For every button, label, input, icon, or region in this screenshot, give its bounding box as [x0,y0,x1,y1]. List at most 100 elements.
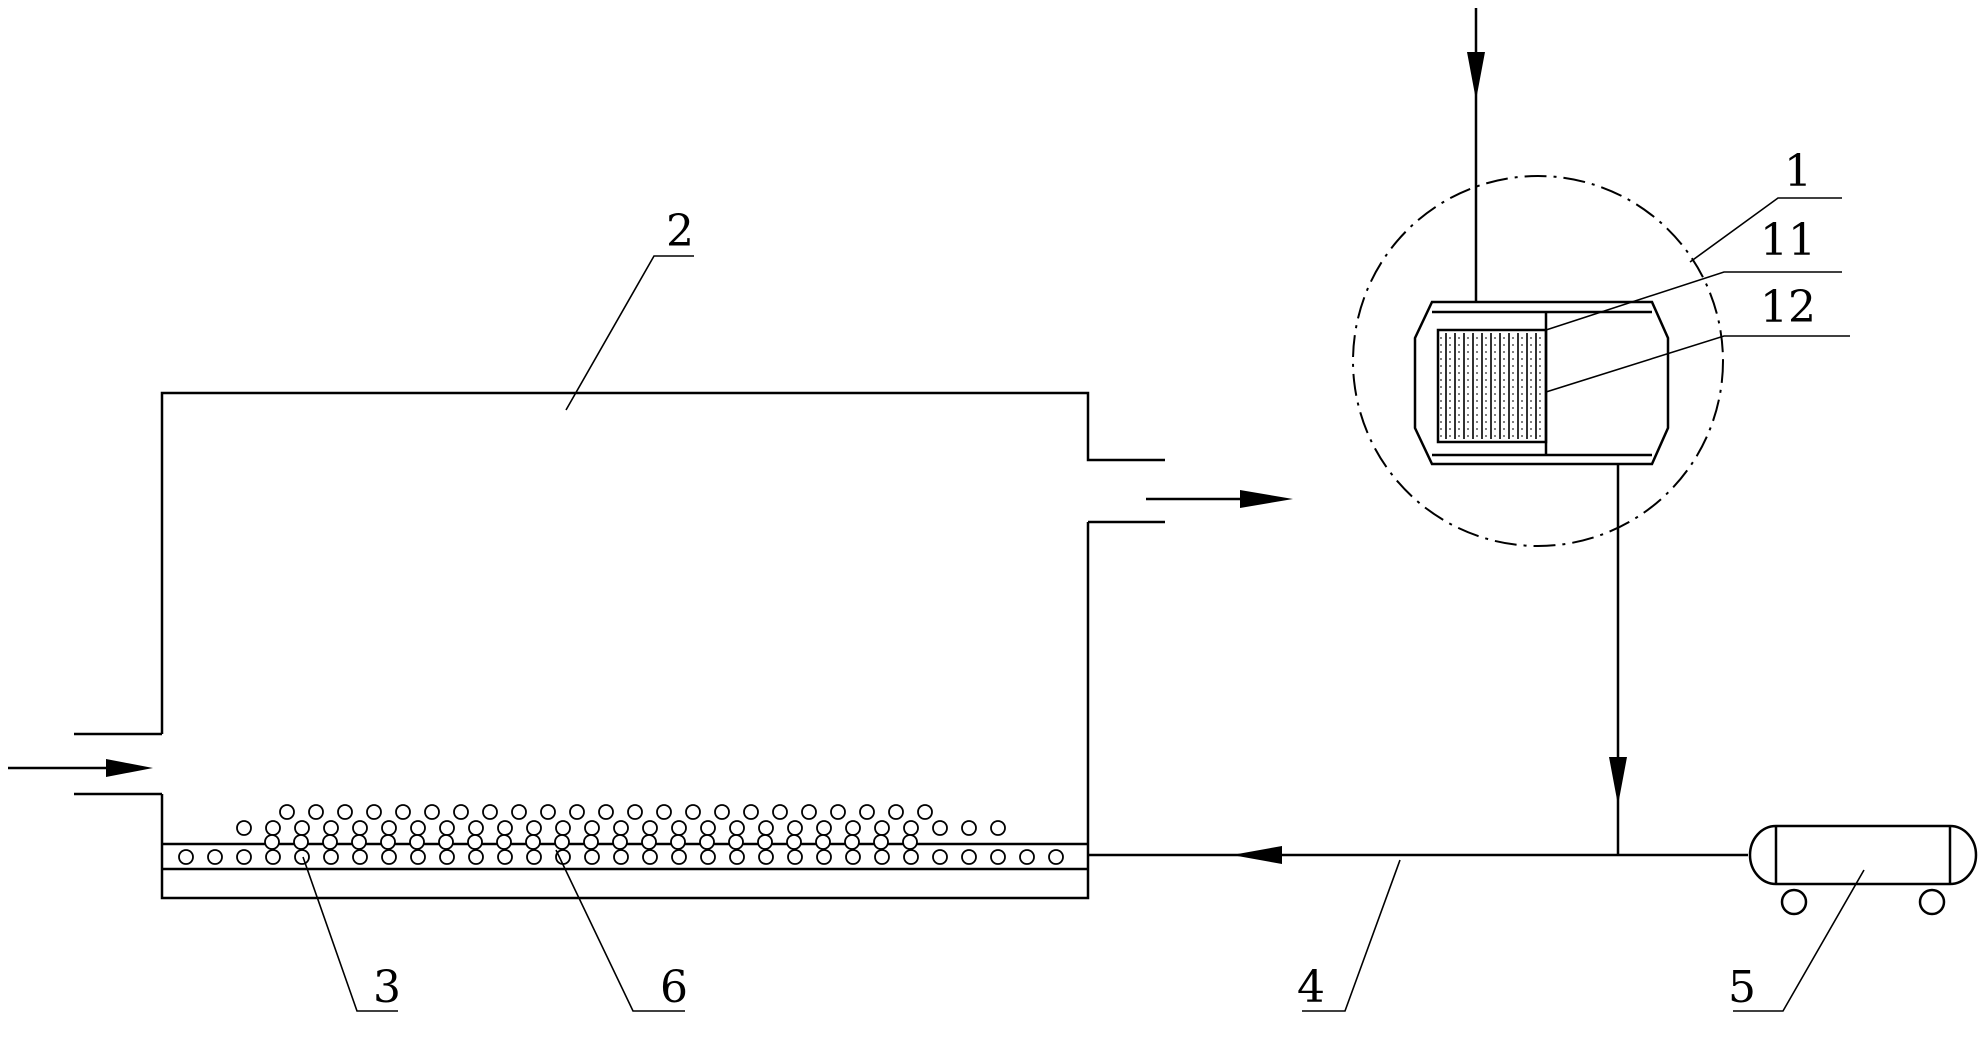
leader-5 [1733,869,1865,1012]
feed-arrow-icon [1467,52,1485,100]
bubble [961,849,977,865]
bubble [497,849,513,865]
bubble [467,834,483,850]
compressor-wheel-left [1780,888,1808,916]
bubble [482,804,498,820]
air-pipe [1088,846,1748,864]
bubble [801,804,817,820]
bubble [787,820,803,836]
bubble [178,849,194,865]
bubble [409,834,425,850]
bubble [584,820,600,836]
label-6: 6 [660,962,688,1013]
bubble [903,820,919,836]
bubble [990,820,1006,836]
inlet-pipe [8,732,162,796]
bubble [815,834,831,850]
bubble [699,834,715,850]
device-assembly [1352,8,1724,855]
bubble [903,849,919,865]
bubble [555,849,571,865]
inlet-arrow-icon [106,759,153,777]
bubble [671,820,687,836]
bubble [656,804,672,820]
bubble [569,804,585,820]
bubble [410,849,426,865]
bubble [554,834,570,850]
bubble [700,849,716,865]
bubble [439,820,455,836]
bubble [453,804,469,820]
bubble [743,804,759,820]
bubble [961,820,977,836]
bubble [1019,849,1035,865]
leader-11 [1545,271,1842,331]
bubble [381,849,397,865]
bubble [641,834,657,850]
bubble [758,820,774,836]
bubble [265,849,281,865]
label-5: 5 [1728,962,1756,1013]
leader-6 [555,849,685,1012]
bubble [627,804,643,820]
bubble [757,834,773,850]
bubble [308,804,324,820]
bubble [1048,849,1064,865]
bubble [932,849,948,865]
tank-outline [160,391,1165,900]
detail-circle [1352,175,1724,547]
bubble [613,820,629,836]
bubble [816,820,832,836]
bubble [381,820,397,836]
bubble [322,834,338,850]
bubble [859,804,875,820]
bubble [917,804,933,820]
bubble [294,820,310,836]
bubble [844,834,860,850]
bubble [873,834,889,850]
bubble [555,820,571,836]
air-compressor [1748,824,1978,916]
bubble [395,804,411,820]
bubble [366,804,382,820]
bubble [728,834,744,850]
bubble [279,804,295,820]
bubble [772,804,788,820]
tank [160,391,1165,900]
bubble [323,849,339,865]
bubble [540,804,556,820]
device-housing [1413,300,1670,466]
bubble [990,849,1006,865]
bubble [337,804,353,820]
bubble [584,849,600,865]
bubble [613,849,629,865]
bubble [642,820,658,836]
bubble [729,849,745,865]
bubble [294,849,310,865]
bubble [598,804,614,820]
label-2: 2 [666,206,694,257]
bubble [612,834,628,850]
bubble [758,849,774,865]
bubble [352,849,368,865]
bubble [496,834,512,850]
bubble [468,820,484,836]
bubble [526,820,542,836]
bubble [786,834,802,850]
compressor-tank-body [1748,824,1978,886]
bubble [497,820,513,836]
bubble [874,820,890,836]
bubble [323,820,339,836]
bubble [526,849,542,865]
leader-1 [1689,197,1842,263]
outlet-arrow-icon [1240,490,1293,508]
bubble [264,834,280,850]
bubble [207,849,223,865]
bubble [583,834,599,850]
bubble [351,834,367,850]
bubble [874,849,890,865]
bubble [932,820,948,836]
bubble [845,849,861,865]
